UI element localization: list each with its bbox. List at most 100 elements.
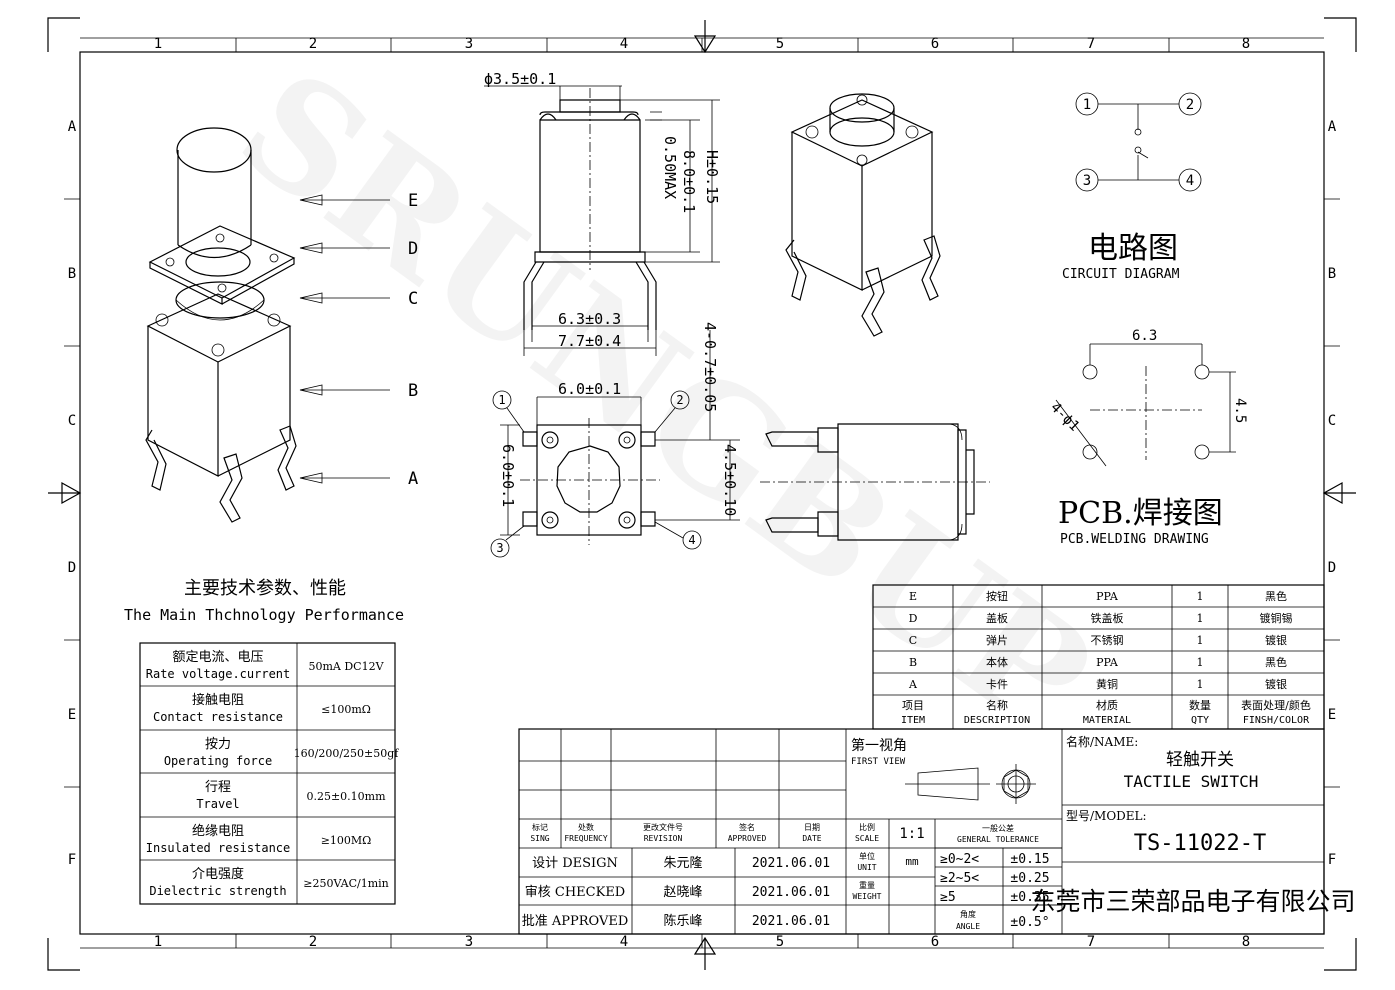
svg-text:6.3: 6.3 <box>1132 328 1157 344</box>
bom-header-cn: 名称 <box>986 698 1008 712</box>
corner-marks <box>47 17 1357 971</box>
bom-cell: 卡件 <box>986 678 1008 691</box>
svg-text:角度: 角度 <box>960 909 976 919</box>
signoff-date: 2021.06.01 <box>752 856 830 871</box>
part-label: A <box>408 469 418 489</box>
svg-text:单位: 单位 <box>859 851 875 861</box>
side-view <box>760 423 990 541</box>
svg-text:6.0±0.1: 6.0±0.1 <box>558 380 621 398</box>
svg-text:4-ϕ1: 4-ϕ1 <box>1047 400 1082 435</box>
rev-header-en: REVISION <box>644 834 683 843</box>
part-label: B <box>408 381 418 401</box>
column-label: 4 <box>620 934 628 950</box>
param-value: ≥100MΩ <box>321 834 372 847</box>
bom-header-en: QTY <box>1191 715 1209 726</box>
exploded-view <box>145 127 390 523</box>
rev-header-cn: 签名 <box>739 822 755 832</box>
bom-cell: E <box>909 590 917 603</box>
row-label: A <box>68 119 77 135</box>
signoff-role: 审核 CHECKED <box>525 885 625 900</box>
column-label: 7 <box>1087 36 1095 52</box>
svg-text:4.5±0.10: 4.5±0.10 <box>721 444 739 516</box>
bom-cell: 弹片 <box>986 633 1008 647</box>
svg-text:TS-11022-T: TS-11022-T <box>1134 831 1266 856</box>
param-value: 0.25±0.10mm <box>306 790 386 803</box>
column-label: 8 <box>1242 36 1250 52</box>
svg-text:H±0.15: H±0.15 <box>703 150 721 204</box>
bom-cell: 盖板 <box>986 611 1008 625</box>
svg-text:一般公差: 一般公差 <box>982 823 1014 833</box>
performance-title-en: The Main Thchnology Performance <box>124 606 404 624</box>
param-value: ≥250VAC/1min <box>303 877 389 890</box>
svg-text:6.3±0.3: 6.3±0.3 <box>558 310 621 328</box>
svg-text:轻触开关: 轻触开关 <box>1166 750 1234 770</box>
rev-header-cn: 更改文件号 <box>643 822 683 832</box>
row-label: D <box>68 560 76 576</box>
svg-text:比例: 比例 <box>859 822 875 832</box>
leader-arrow <box>299 292 390 304</box>
param-name-en: Operating force <box>164 754 272 768</box>
pcb-title-cn: PCB.焊接图 <box>1058 496 1223 531</box>
column-label: 8 <box>1242 934 1250 950</box>
rev-header-en: DATE <box>802 834 821 843</box>
bom-cell: PPA <box>1096 656 1119 669</box>
svg-text:SCALE: SCALE <box>855 834 879 843</box>
signoff-role: 批准 APPROVED <box>522 914 629 929</box>
column-label: 3 <box>465 36 473 52</box>
column-label: 1 <box>154 36 162 52</box>
param-name-cn: 绝缘电阻 <box>192 823 244 839</box>
bom-cell: 1 <box>1197 612 1204 625</box>
pin-number: 1 <box>498 393 505 407</box>
leader-arrow <box>299 472 390 484</box>
bom-cell: D <box>909 612 918 625</box>
tolerance-value: ±0.25 <box>1010 871 1049 886</box>
performance-title-cn: 主要技术参数、性能 <box>184 578 346 599</box>
leader-arrow <box>299 242 390 254</box>
bom-header-en: FINSH/COLOR <box>1243 715 1310 726</box>
bom-cell: 1 <box>1197 656 1204 669</box>
tolerance-range: ≥0~2< <box>940 852 979 867</box>
row-label: C <box>1328 413 1336 429</box>
svg-text:6.0±0.1: 6.0±0.1 <box>499 444 517 507</box>
svg-text:1:1: 1:1 <box>899 826 924 842</box>
signoff-name: 赵晓峰 <box>663 885 702 900</box>
svg-text:TACTILE SWITCH: TACTILE SWITCH <box>1124 772 1259 791</box>
row-label: E <box>1328 707 1336 723</box>
column-label: 5 <box>776 36 784 52</box>
bom-cell: 1 <box>1197 634 1204 647</box>
svg-text:0.50MAX: 0.50MAX <box>661 136 679 199</box>
column-label: 1 <box>154 934 162 950</box>
bom-header-en: MATERIAL <box>1083 715 1131 726</box>
title-block <box>518 728 1325 935</box>
bom-cell: 镀铜锡 <box>1260 611 1293 625</box>
svg-text:4-0.7±0.05: 4-0.7±0.05 <box>701 322 719 412</box>
param-name-en: Rate voltage.current <box>146 667 291 681</box>
tolerance-range: ≥5 <box>940 890 956 905</box>
circuit-title-en: CIRCUIT DIAGRAM <box>1062 267 1180 282</box>
pcb-title-en: PCB.WELDING DRAWING <box>1060 532 1209 547</box>
column-label: 3 <box>465 934 473 950</box>
row-label: F <box>1328 852 1336 868</box>
circuit-diagram <box>1075 92 1202 192</box>
bom-cell: A <box>908 678 918 691</box>
signoff-date: 2021.06.01 <box>752 885 830 900</box>
bom-header-en: DESCRIPTION <box>964 715 1030 726</box>
column-label: 2 <box>309 934 317 950</box>
revision-header: 标记SING处数FREQUENCY更改文件号REVISION签名APPROVED… <box>530 822 821 843</box>
bom-cell: 按钮 <box>986 589 1008 603</box>
svg-text:ANGLE: ANGLE <box>956 922 980 931</box>
param-name-cn: 介电强度 <box>192 866 244 882</box>
signoff-role: 设计 DESIGN <box>532 856 618 871</box>
rev-header-cn: 标记 <box>532 822 548 832</box>
bom-header-cn: 材质 <box>1096 698 1118 712</box>
bom-cell: 黑色 <box>1265 655 1287 669</box>
param-name-en: Dielectric strength <box>149 884 286 898</box>
svg-text:GENERAL TOLERANCE: GENERAL TOLERANCE <box>957 835 1039 844</box>
